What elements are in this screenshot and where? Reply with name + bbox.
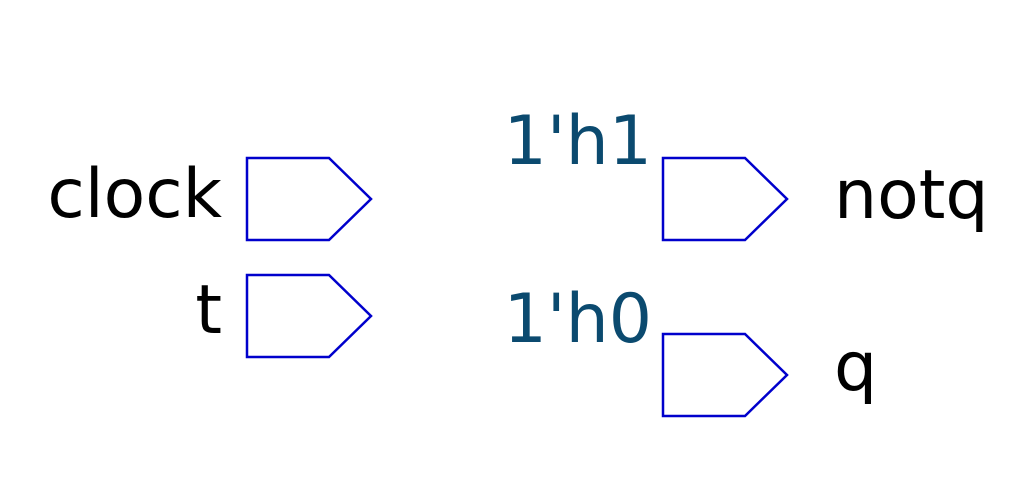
output-port-notq-shape[interactable] <box>661 156 789 242</box>
constant-label-low: 1'h0 <box>504 280 652 359</box>
input-port-clock[interactable]: clock <box>47 155 373 242</box>
output-port-q-shape[interactable] <box>661 332 789 418</box>
input-label-t: t <box>195 271 222 350</box>
output-port-notq[interactable]: notq <box>661 156 989 242</box>
input-port-t-shape[interactable] <box>245 273 373 359</box>
input-port-t[interactable]: t <box>195 271 373 359</box>
output-label-q: q <box>834 328 877 407</box>
output-port-q[interactable]: q <box>661 328 877 418</box>
input-label-clock: clock <box>47 155 222 234</box>
input-port-clock-shape[interactable] <box>245 156 373 242</box>
output-label-notq: notq <box>834 156 989 235</box>
constant-label-high: 1'h1 <box>504 102 652 181</box>
